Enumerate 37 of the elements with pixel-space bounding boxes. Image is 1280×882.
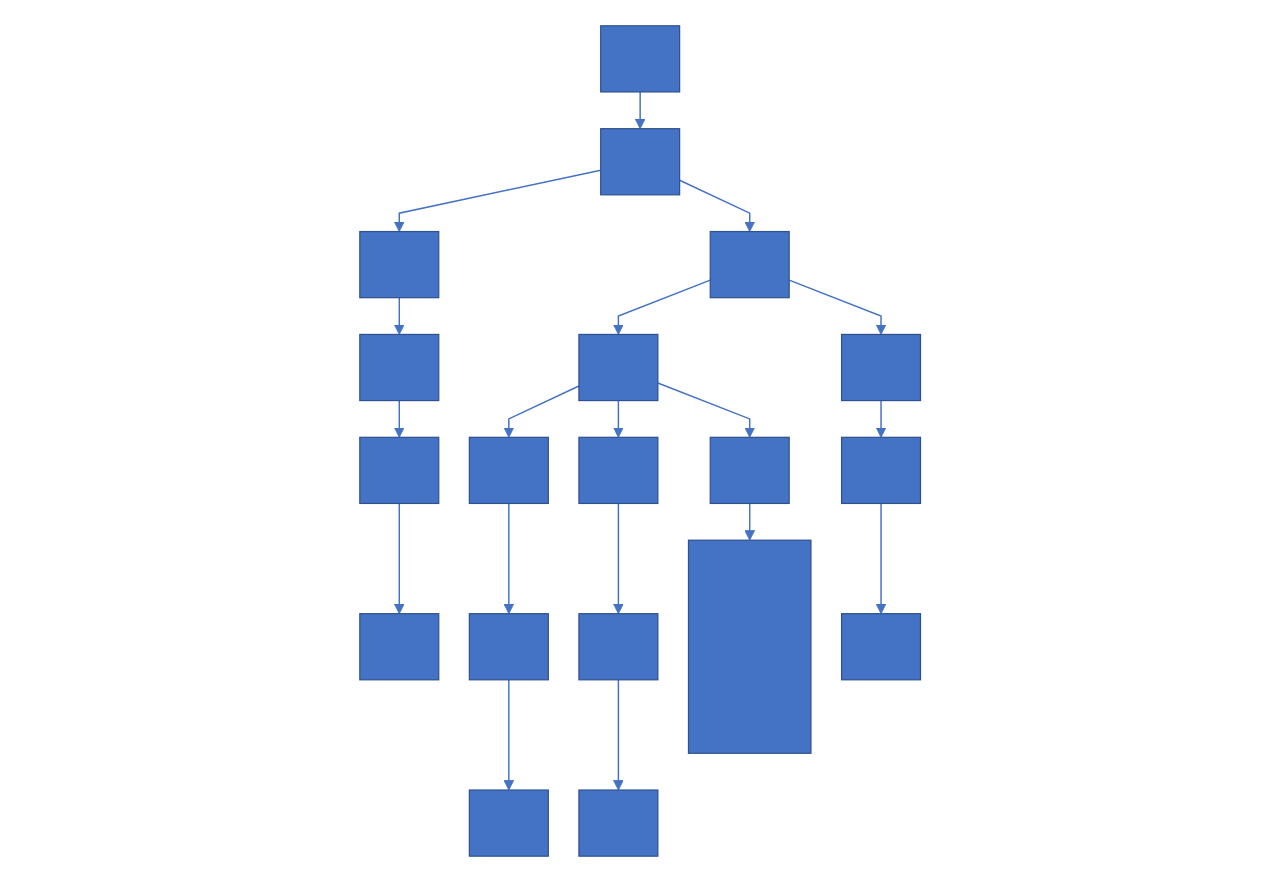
node-box xyxy=(359,230,440,299)
node-box xyxy=(599,128,681,196)
arrow xyxy=(393,502,405,615)
arrow xyxy=(393,296,405,335)
arrow xyxy=(503,679,515,791)
arrow xyxy=(744,502,755,541)
arrow xyxy=(612,399,624,438)
node-box xyxy=(578,613,659,681)
arrow xyxy=(788,279,887,335)
arrow xyxy=(503,502,515,615)
arrow xyxy=(612,502,624,615)
arrow xyxy=(634,91,646,130)
node-box xyxy=(468,436,549,505)
arrow xyxy=(393,169,602,233)
node-box xyxy=(359,613,440,681)
node-box xyxy=(840,613,921,681)
node-box xyxy=(468,789,549,857)
arrow xyxy=(875,399,887,438)
arrow xyxy=(875,502,887,615)
arrow xyxy=(612,279,711,335)
node-box xyxy=(359,333,440,402)
arrow xyxy=(656,382,755,438)
node-box xyxy=(578,333,659,402)
arrow xyxy=(612,679,624,791)
node-box xyxy=(840,333,921,402)
node-box xyxy=(359,436,440,505)
node-box xyxy=(578,789,659,857)
arrow xyxy=(678,179,755,233)
node-box xyxy=(840,436,921,505)
node-box xyxy=(578,436,659,505)
node-box xyxy=(468,613,549,681)
node-box xyxy=(687,539,812,754)
node-box xyxy=(709,436,790,505)
arrow xyxy=(503,385,580,438)
arrow xyxy=(393,399,405,438)
node-box xyxy=(709,230,790,299)
node-box xyxy=(599,25,681,93)
